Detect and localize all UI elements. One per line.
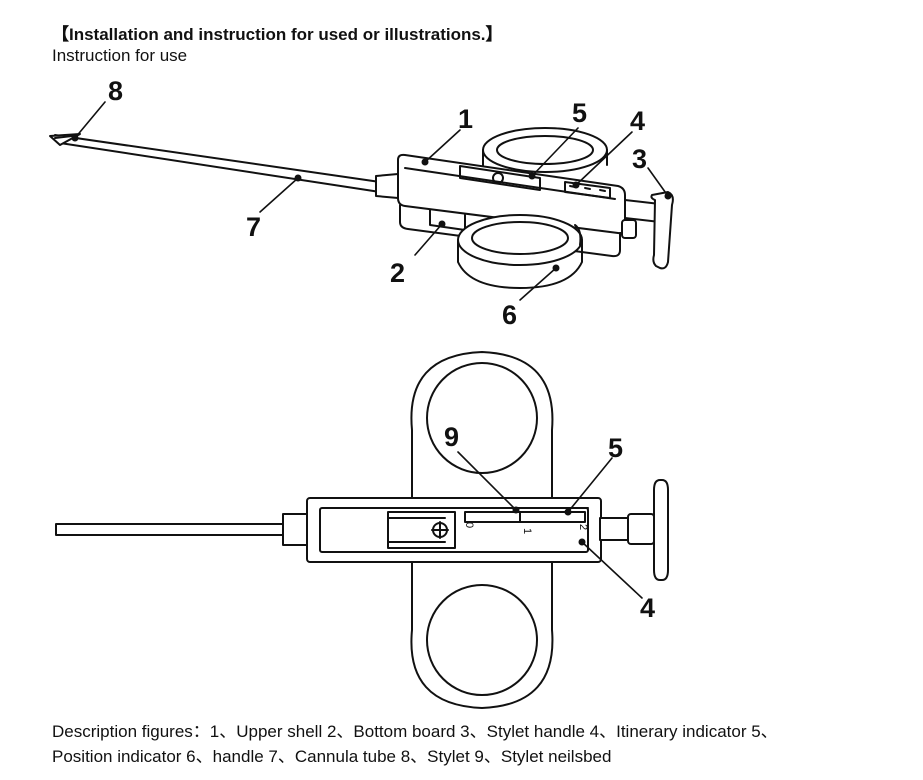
bottom-figure	[55, 351, 669, 709]
description-figures: Description figures：1、Upper shell 2、Bott…	[52, 719, 912, 769]
cannula-tube	[54, 134, 381, 193]
device-illustration: 0 1 2 1 2 3 4 5 6 7 8 9 5 4	[49, 76, 674, 709]
callout-4: 4	[630, 106, 645, 136]
collar	[375, 173, 399, 199]
callout-2: 2	[390, 258, 405, 288]
bottom-dots	[512, 506, 586, 546]
handle-ring-front	[457, 214, 583, 289]
description-line-1: Description figures：1、Upper shell 2、Bott…	[52, 722, 778, 741]
description-line-2: Position indicator 6、handle 7、Cannula tu…	[52, 747, 612, 766]
scale-mark-1: 1	[521, 528, 533, 534]
top-leaders	[74, 101, 669, 301]
callout-1: 1	[458, 104, 473, 134]
callout-9: 9	[444, 422, 459, 452]
body-top-view	[306, 497, 602, 563]
scale-mark-0: 0	[463, 522, 475, 528]
callout-8: 8	[108, 76, 123, 106]
callout-5-bottom: 5	[608, 433, 623, 463]
stylet-handle	[621, 191, 674, 270]
top-figure	[49, 101, 674, 301]
callout-3: 3	[632, 144, 647, 174]
page-title: 【Installation and instruction for used o…	[52, 25, 503, 44]
stylet-handle-top-view	[599, 479, 669, 581]
cannula-tube-bottom	[55, 513, 309, 546]
bottom-leaders	[457, 451, 643, 599]
callout-6: 6	[502, 300, 517, 330]
callout-4-bottom: 4	[640, 593, 655, 623]
callout-7: 7	[246, 212, 261, 242]
top-dots	[71, 134, 672, 272]
scale-mark-2: 2	[577, 524, 589, 530]
callout-5: 5	[572, 98, 587, 128]
handle-ring-back	[482, 127, 608, 173]
page-subtitle: Instruction for use	[52, 46, 188, 65]
